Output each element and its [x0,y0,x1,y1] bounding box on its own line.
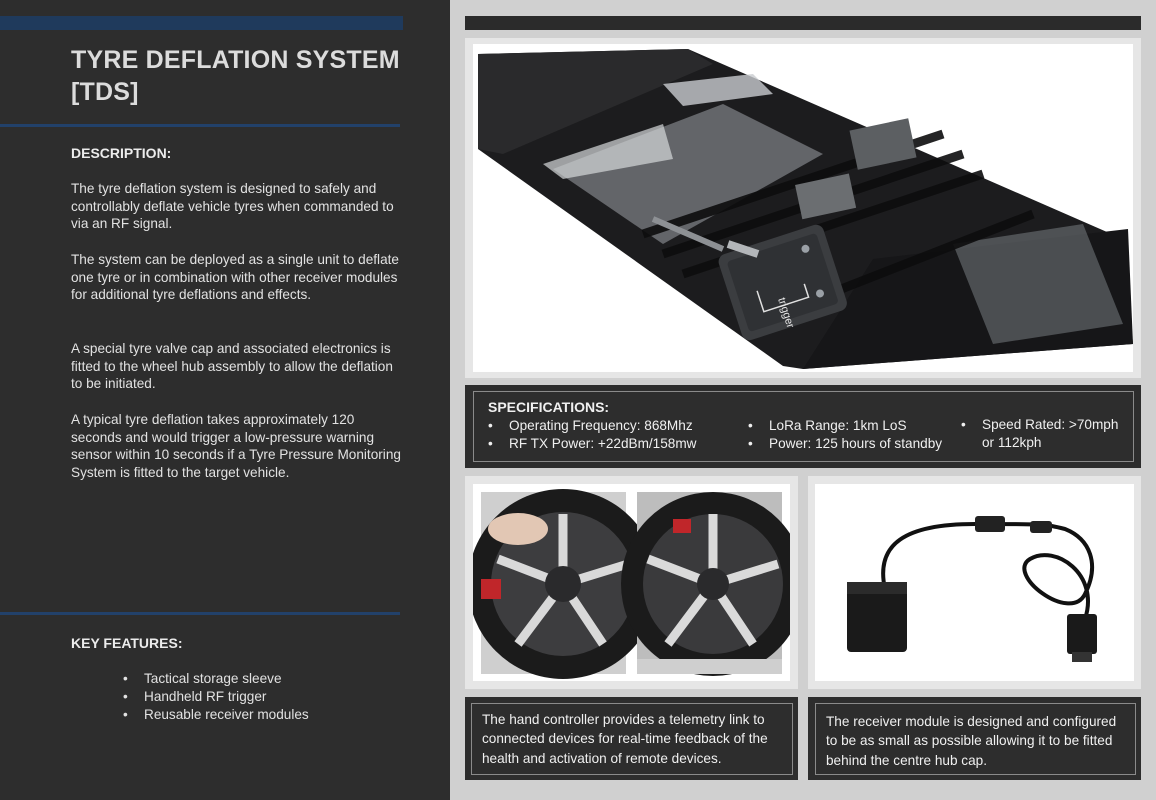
description-paragraph: A special tyre valve cap and associated … [71,341,393,392]
left-panel: TYRE DEFLATION SYSTEM [TDS] DESCRIPTION:… [0,0,450,800]
list-item: •Power: 125 hours of standby [748,435,943,451]
list-item-label: Reusable receiver modules [144,707,309,722]
header-bar [465,16,1141,30]
receiver-photo [815,484,1134,681]
controller-caption-text: The hand controller provides a telemetry… [482,712,768,766]
specifications-panel: SPECIFICATIONS: •Operating Frequency: 86… [473,391,1134,462]
specifications-box [465,385,1141,468]
spec-item: Power: 125 hours of standby [769,435,943,451]
spec-item: LoRa Range: 1km LoS [769,418,907,433]
receiver-module-image [815,484,1134,681]
list-item: •RF TX Power: +22dBm/158mw [488,435,697,451]
specifications-heading: SPECIFICATIONS: [488,399,610,415]
wheel-photos [473,484,790,681]
list-item: •Speed Rated: >70mph or 112kph [961,416,1129,451]
wheel-photos-frame [465,476,798,689]
description-paragraph: A typical tyre deflation takes approxima… [71,412,401,480]
sleeve-photo-frame: trigger [465,38,1141,378]
key-features-heading: KEY FEATURES: [71,635,183,651]
description-paragraph: The system can be deployed as a single u… [71,252,399,303]
list-item: •Tactical storage sleeve [123,671,282,686]
accent-bar [0,16,403,30]
divider [0,612,400,615]
wheel-images [473,484,790,681]
storage-sleeve-image: trigger [473,44,1133,372]
list-item: •Reusable receiver modules [123,707,309,722]
list-item: •Handheld RF trigger [123,689,267,704]
page-title: TYRE DEFLATION SYSTEM [TDS] [71,46,400,106]
receiver-caption: The receiver module is designed and conf… [815,703,1136,775]
list-item: •LoRa Range: 1km LoS [748,418,907,433]
spec-column-1: •Operating Frequency: 868Mhz •RF TX Powe… [488,417,697,452]
spec-item: Operating Frequency: 868Mhz [509,418,693,433]
spec-column-2: •LoRa Range: 1km LoS •Power: 125 hours o… [748,417,942,452]
list-item: •Operating Frequency: 868Mhz [488,418,693,433]
divider [0,124,400,127]
spec-item: Speed Rated: >70mph or 112kph [982,417,1119,450]
receiver-caption-box [808,697,1141,780]
description-paragraph: The tyre deflation system is designed to… [71,181,394,232]
receiver-caption-text: The receiver module is designed and conf… [826,714,1117,768]
controller-caption: The hand controller provides a telemetry… [471,703,793,775]
sleeve-photo: trigger [473,44,1133,372]
description-heading: DESCRIPTION: [71,145,172,161]
list-item-label: Handheld RF trigger [144,689,267,704]
receiver-photo-frame [808,476,1141,689]
spec-item: RF TX Power: +22dBm/158mw [509,435,697,451]
key-features-list: •Tactical storage sleeve •Handheld RF tr… [123,670,309,724]
list-item-label: Tactical storage sleeve [144,671,282,686]
spec-column-3: •Speed Rated: >70mph or 112kph [961,416,1129,451]
controller-caption-box [465,697,798,780]
